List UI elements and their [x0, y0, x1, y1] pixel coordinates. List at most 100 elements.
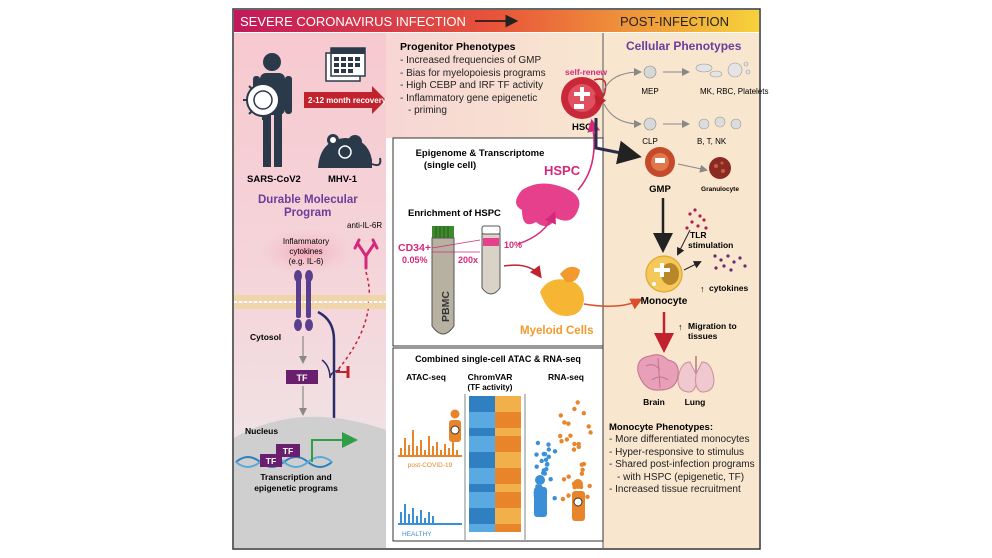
- granulocyte-icon: [709, 157, 731, 179]
- heatmap-cell: [508, 452, 521, 460]
- monocyte-phen-item: Increased tissue recruitment: [609, 484, 759, 497]
- mouse-icon: [318, 134, 382, 168]
- heatmap-cell: [469, 460, 482, 468]
- banner-left: SEVERE CORONAVIRUS INFECTION: [240, 14, 466, 29]
- tlr-label-2: stimulation: [688, 240, 733, 250]
- heatmap-cell: [469, 468, 482, 476]
- tf-box-b: [276, 444, 300, 457]
- heatmap-cell: [482, 468, 495, 476]
- rna-point: [545, 461, 550, 467]
- heatmap-cell: [482, 452, 495, 460]
- rna-point: [575, 400, 580, 405]
- calendar-icon: [325, 47, 366, 82]
- heatmap-cell: [495, 404, 508, 412]
- heatmap-cell: [482, 444, 495, 452]
- heatmap-cell: [469, 420, 482, 428]
- cellular-title: Cellular Phenotypes: [626, 39, 742, 53]
- progenitor-item: High CEBP and IRF TF activity: [400, 80, 600, 93]
- heatmap-cell: [495, 476, 508, 484]
- gmp-cell-icon: [645, 147, 675, 177]
- heatmap-cell: [482, 500, 495, 508]
- rna-point: [580, 467, 585, 472]
- heatmap-cell: [508, 396, 521, 404]
- sars-label: SARS-CoV2: [247, 174, 301, 185]
- heatmap-cell: [495, 436, 508, 444]
- heatmap-cell: [495, 524, 508, 532]
- up-arrow-icon: ↑: [700, 284, 705, 294]
- rna-point: [566, 421, 571, 426]
- heatmap-cell: [495, 484, 508, 492]
- heatmap-cell: [469, 476, 482, 484]
- heatmap-cell: [469, 484, 482, 492]
- heatmap-cell: [469, 436, 482, 444]
- migration-label-2: tissues: [688, 331, 718, 341]
- heatmap-cell: [495, 500, 508, 508]
- heatmap-cell: [508, 420, 521, 428]
- virus-icon: [243, 80, 283, 120]
- rna-point: [539, 458, 544, 464]
- svg-text:ATAC-seq: ATAC-seq: [406, 372, 446, 382]
- monocyte-label: Monocyte: [641, 296, 688, 307]
- heatmap-cell: [495, 516, 508, 524]
- monocyte-phen-item: More differentiated monocytes: [609, 434, 759, 447]
- tf-box-a: [260, 454, 282, 467]
- heatmap-cell: [495, 452, 508, 460]
- monocyte-phen-item: Hyper-responsive to stimulus: [609, 447, 759, 460]
- heatmap-cell: [469, 500, 482, 508]
- recovery-label: 2-12 month recovery: [308, 96, 387, 105]
- rna-point: [535, 496, 540, 502]
- gmp-label: GMP: [649, 184, 671, 195]
- heatmap-cell: [469, 516, 482, 524]
- svg-text:RNA-seq: RNA-seq: [548, 372, 584, 382]
- progenitor-item: Increased frequencies of GMP: [400, 55, 600, 68]
- heatmap-cell: [508, 460, 521, 468]
- recovery-arrow: [304, 86, 386, 114]
- rna-point: [544, 467, 549, 472]
- svg-text:HEALTHY: HEALTHY: [402, 531, 432, 538]
- cytokines-3: (e.g. IL-6): [289, 257, 324, 266]
- anti-il6r-dashed: [335, 271, 371, 373]
- monocyte-cell-icon: [645, 255, 683, 293]
- heatmap-cell: [482, 516, 495, 524]
- monocyte-phen-list: More differentiated monocytes Hyper-resp…: [609, 434, 759, 497]
- myeloid-label: Myeloid Cells: [520, 325, 594, 337]
- heatmap-cell: [495, 508, 508, 516]
- rna-point: [546, 454, 551, 459]
- rna-point: [546, 447, 551, 452]
- heatmap-cell: [508, 516, 521, 524]
- nucleus-shape: [234, 416, 386, 548]
- cytokines-2: cytokines: [289, 247, 322, 256]
- heatmap-cell: [508, 412, 521, 420]
- heatmap-cell: [508, 444, 521, 452]
- rna-point: [585, 494, 590, 499]
- svg-text:ChromVAR: ChromVAR: [468, 372, 513, 382]
- svg-text:Transcription and: Transcription and: [260, 472, 331, 482]
- btnk-label: B, T, NK: [697, 137, 727, 146]
- heatmap-cell: [482, 460, 495, 468]
- lung-label: Lung: [685, 397, 706, 407]
- rna-point: [552, 449, 558, 454]
- durable-title-2: Program: [284, 207, 331, 219]
- rna-point: [572, 441, 577, 447]
- rna-point: [566, 474, 571, 479]
- migration-label-1: Migration to: [688, 321, 737, 331]
- progenitor-item: Inflammatory gene epigenetic: [400, 93, 600, 106]
- cytokine-cloud: [258, 228, 354, 276]
- person-icon-orange: [449, 409, 461, 442]
- heatmap-cell: [469, 444, 482, 452]
- rna-point: [576, 444, 581, 450]
- clp-cell-icon: [643, 117, 657, 131]
- up-arrow-icon-2: ↑: [678, 322, 683, 332]
- tf-box: [286, 370, 318, 384]
- brain-icon: [637, 354, 679, 391]
- svg-text:Epigenome & Transcriptome: Epigenome & Transcriptome: [416, 148, 545, 159]
- rna-point: [579, 471, 585, 476]
- cytokines-1: Inflammatory: [283, 237, 329, 246]
- antibody-icon: [353, 238, 379, 270]
- rna-point: [534, 452, 539, 457]
- heatmap-cell: [495, 460, 508, 468]
- svg-text:(single cell): (single cell): [424, 160, 476, 171]
- progenitor-item-cont: priming: [400, 105, 600, 118]
- heatmap-cell: [469, 508, 482, 516]
